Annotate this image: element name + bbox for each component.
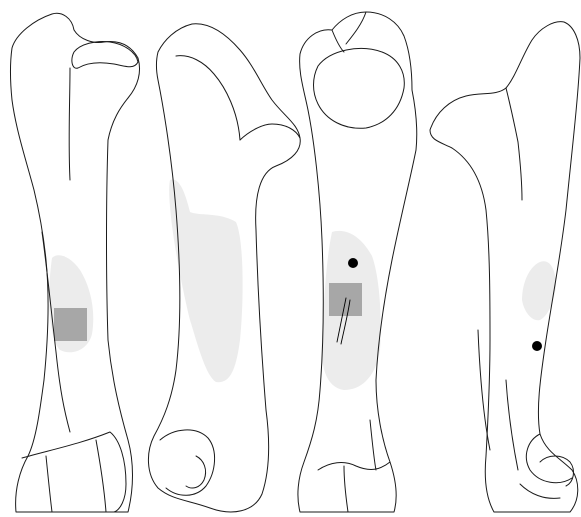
distal-condyle-view-2	[160, 430, 215, 495]
ridge-line-view-1	[69, 68, 70, 180]
bone-view-1	[11, 13, 140, 512]
distal-condyle-view-1	[22, 432, 126, 512]
marker-dot-view-3	[348, 258, 358, 268]
femoral-head-view-3	[314, 48, 405, 128]
marker-dot-view-4	[532, 341, 542, 351]
proximal-head-view-1	[72, 41, 138, 68]
shaft-line-view-4	[478, 330, 518, 470]
trochanter-line-view-2	[240, 124, 300, 140]
distal-line-view-1	[46, 440, 106, 512]
bone-outline-view-4	[430, 22, 580, 512]
bone-outline-view-1	[11, 13, 140, 512]
distal-tip-view-4	[520, 484, 560, 498]
distal-line-view-3	[318, 420, 390, 512]
bone-view-3	[298, 12, 417, 512]
distal-inner-view-2	[186, 456, 206, 488]
head-top-view-3	[332, 12, 366, 52]
proximal-line-view-2	[176, 56, 240, 140]
proximal-line-view-4	[506, 88, 522, 200]
bone-view-4	[430, 22, 580, 512]
dark-zone-view-1	[54, 308, 87, 341]
light-zone-view-2	[169, 179, 242, 382]
bone-view-2	[148, 24, 300, 512]
